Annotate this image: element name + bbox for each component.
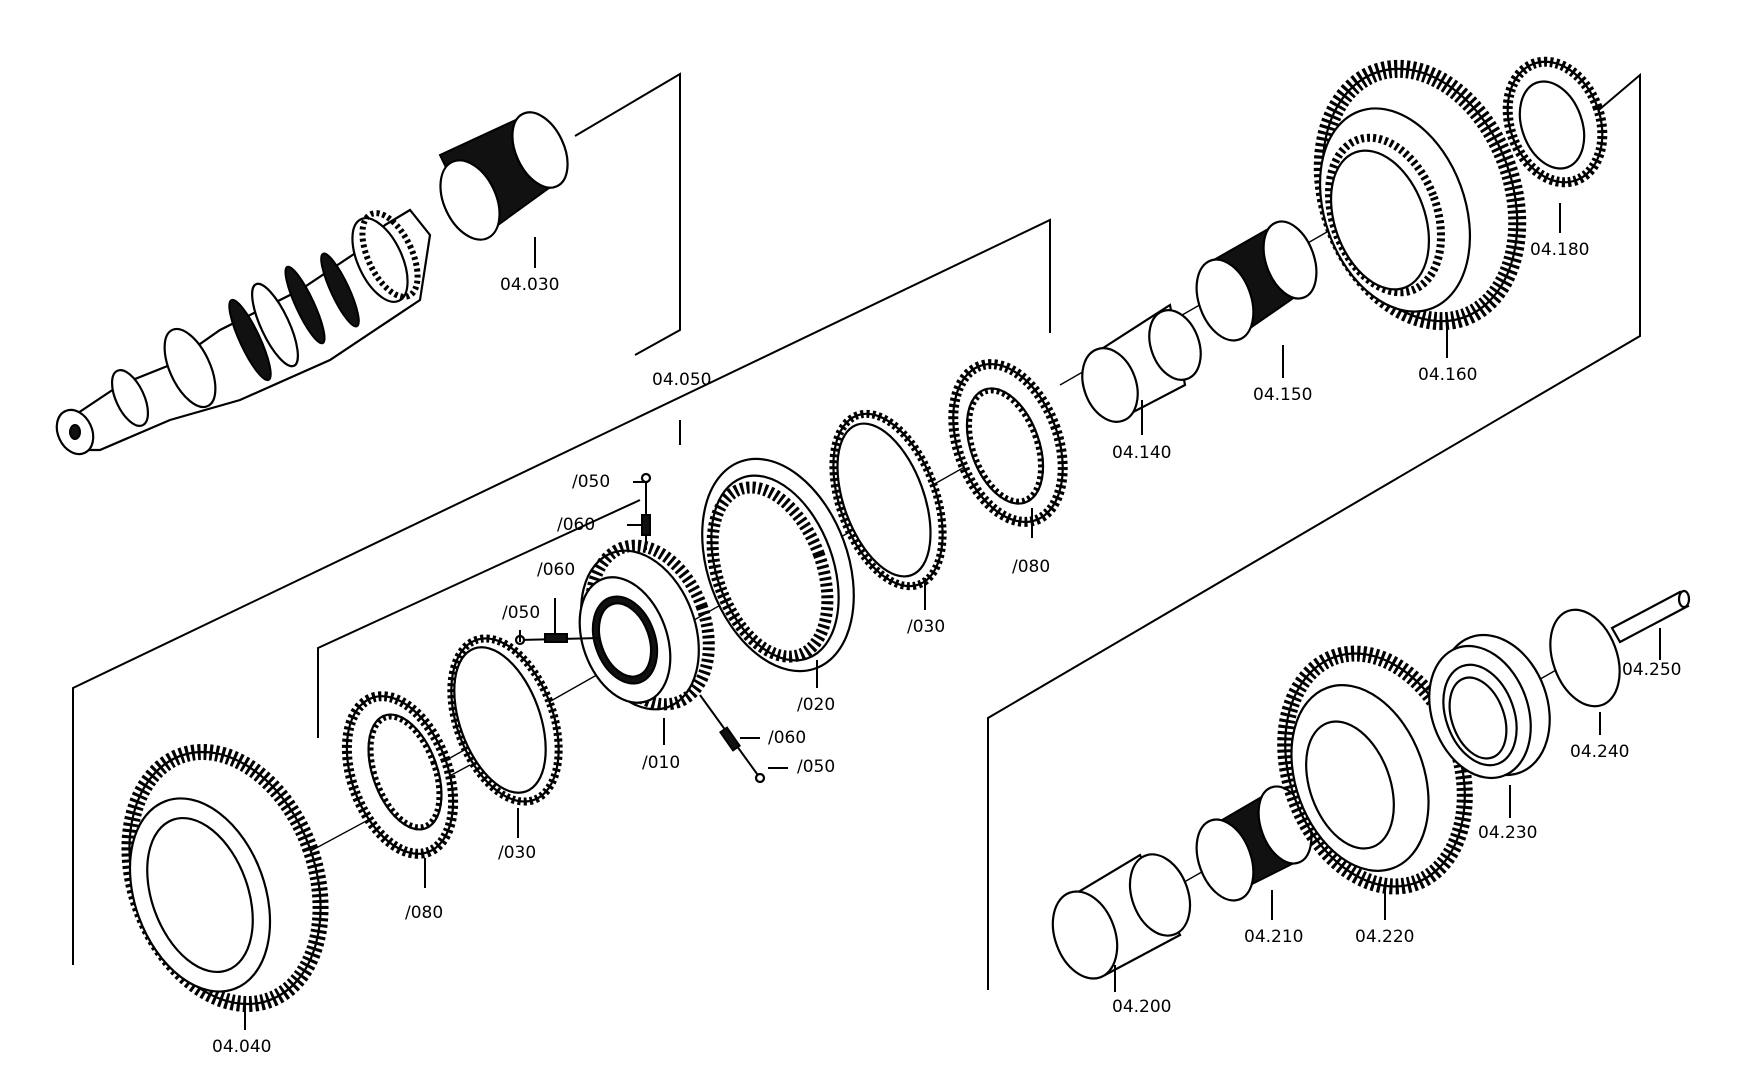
label-04210: 04.210 bbox=[1244, 927, 1303, 947]
friction-cone-030-right bbox=[829, 409, 947, 610]
gear-04160 bbox=[1313, 59, 1527, 358]
label-050-low: /050 bbox=[797, 757, 835, 777]
group-frame-04050 bbox=[72, 218, 1051, 965]
label-04250: 04.250 bbox=[1622, 660, 1681, 680]
label-04030: 04.030 bbox=[500, 275, 559, 295]
label-050-top: /050 bbox=[572, 472, 610, 492]
bushing-04140 bbox=[1081, 303, 1202, 435]
needle-bearing-04150 bbox=[1195, 220, 1318, 378]
label-060-low: /060 bbox=[768, 728, 806, 748]
needle-bearing-04030 bbox=[438, 111, 569, 268]
callout-labels: 04.030 04.050 04.040 04.140 04.150 04.16… bbox=[212, 240, 1681, 1057]
ring-04180 bbox=[1502, 56, 1608, 233]
pin-04250 bbox=[1610, 589, 1691, 660]
label-04180: 04.180 bbox=[1530, 240, 1589, 260]
label-020: /020 bbox=[797, 695, 835, 715]
label-04230: 04.230 bbox=[1478, 823, 1537, 843]
label-04150: 04.150 bbox=[1253, 385, 1312, 405]
group-frame-right bbox=[987, 72, 1641, 990]
bearing-04230 bbox=[1428, 633, 1551, 818]
label-04040: 04.040 bbox=[212, 1037, 271, 1057]
sliding-sleeve-020 bbox=[701, 457, 855, 688]
label-04050: 04.050 bbox=[652, 370, 711, 390]
label-04160: 04.160 bbox=[1418, 365, 1477, 385]
group-frame-04030 bbox=[574, 72, 681, 356]
synchro-ring-080-left bbox=[341, 691, 459, 888]
synchro-ring-080-right bbox=[948, 359, 1068, 538]
label-030-left: /030 bbox=[498, 843, 536, 863]
snap-ring-04240 bbox=[1549, 608, 1621, 735]
label-060-mid: /060 bbox=[537, 560, 575, 580]
label-04200: 04.200 bbox=[1112, 997, 1171, 1017]
gear-04040 bbox=[121, 744, 329, 1030]
label-04240: 04.240 bbox=[1570, 742, 1629, 762]
label-030-right: /030 bbox=[907, 617, 945, 637]
label-050-mid: /050 bbox=[502, 603, 540, 623]
group-frame-subassembly bbox=[317, 499, 641, 738]
detent-parts bbox=[514, 472, 788, 784]
label-080-left: /080 bbox=[405, 903, 443, 923]
label-04220: 04.220 bbox=[1355, 927, 1414, 947]
label-010: /010 bbox=[642, 753, 680, 773]
synchro-hub-010 bbox=[578, 539, 715, 745]
friction-cone-030-left bbox=[447, 634, 563, 838]
label-060-top: /060 bbox=[557, 515, 595, 535]
label-080-right: /080 bbox=[1012, 557, 1050, 577]
gear-04220 bbox=[1277, 645, 1473, 920]
label-04140: 04.140 bbox=[1112, 443, 1171, 463]
main-shaft bbox=[55, 208, 432, 456]
bushing-04200 bbox=[1051, 853, 1192, 992]
